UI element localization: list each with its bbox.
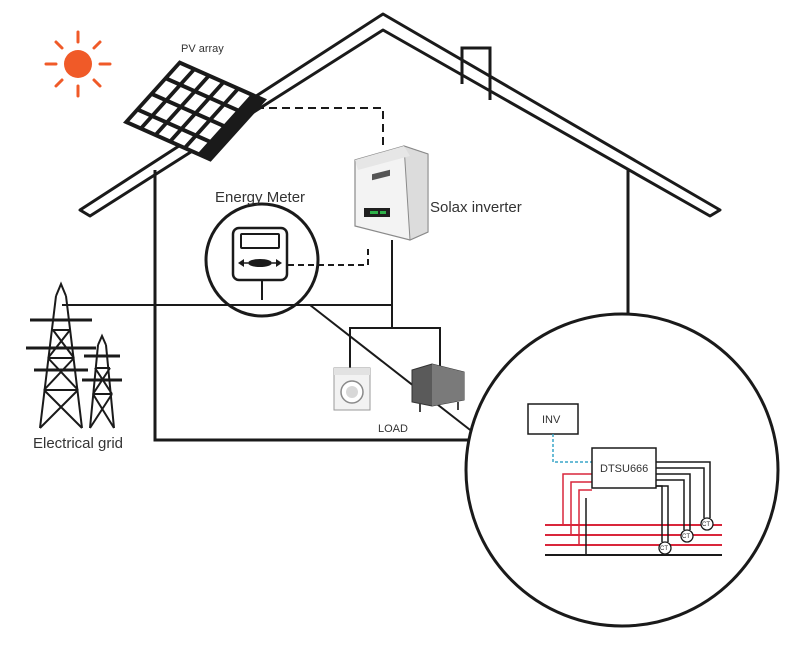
pv-panel [123, 60, 267, 162]
ct-label-1: CT [702, 522, 710, 528]
transmission-tower-small-icon [82, 333, 122, 429]
house-walls [153, 170, 630, 442]
electrical-grid-label: Electrical grid [33, 435, 123, 452]
voltage-drop-lines [562, 473, 592, 545]
dtsu666-box [591, 447, 657, 489]
ac-wiring [62, 240, 484, 441]
pv-dc-line [243, 107, 384, 148]
inv-label: INV [542, 414, 561, 426]
comm-line-cyan [552, 434, 592, 463]
energy-meter-icon [231, 226, 289, 300]
sun-icon [44, 30, 112, 98]
house-roof [78, 12, 722, 218]
chimney [460, 46, 492, 100]
solax-inverter-label: Solax inverter [430, 199, 522, 216]
ct-label-2: CT [682, 534, 690, 540]
pv-array-label: PV array [181, 43, 224, 55]
ct-label-3: CT [660, 546, 668, 552]
load-label: LOAD [378, 423, 408, 435]
energy-meter-label: Energy Meter [215, 189, 305, 206]
dtsu666-label: DTSU666 [600, 463, 648, 475]
ct-wiring [656, 461, 711, 542]
inverter-device [354, 145, 429, 241]
inv-box [527, 403, 579, 435]
energy-meter-circle [204, 202, 320, 318]
meter-comm-line [288, 248, 369, 266]
appliance-icon [411, 363, 465, 412]
transmission-tower-icon [26, 281, 96, 429]
ct-clamp-icon [658, 517, 714, 555]
washing-machine-icon [333, 367, 371, 411]
